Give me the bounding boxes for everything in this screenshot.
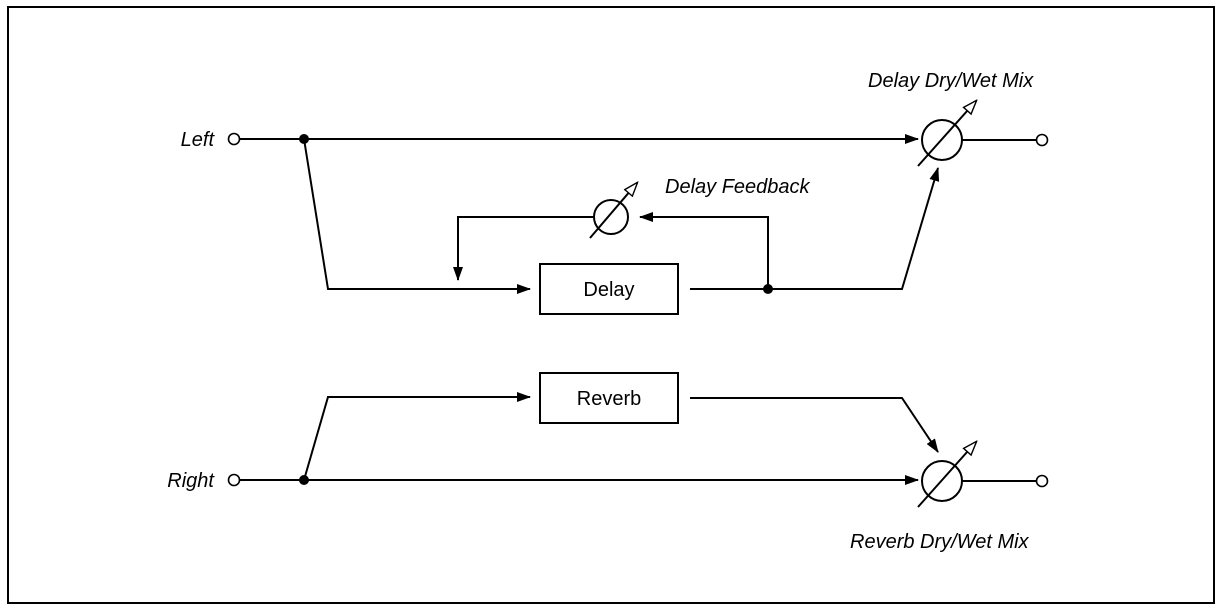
feedback-to-delay-path	[453, 216, 594, 281]
right-output-port	[1035, 474, 1049, 488]
reverb-mix-control	[917, 442, 976, 508]
right-to-reverb-path	[303, 392, 531, 481]
reverb-block	[539, 372, 679, 424]
diagram-border	[7, 6, 1215, 604]
left-input-port	[227, 132, 241, 146]
delay-block	[539, 263, 679, 315]
delay-mix-label: Delay Dry/Wet Mix	[868, 70, 1034, 92]
left-input-label: Left	[181, 129, 216, 151]
delay-feedback-control	[589, 183, 637, 239]
delay-wet-path	[768, 167, 940, 290]
reverb-block-label: Reverb	[577, 388, 641, 410]
delay-mix-control	[917, 101, 976, 167]
right-input-port	[227, 473, 241, 487]
reverb-wet-path	[690, 397, 939, 453]
left-to-delay-path	[303, 138, 531, 294]
left-output-port	[1035, 133, 1049, 147]
delay-feedback-label: Delay Feedback	[665, 176, 811, 198]
reverb-mix-label: Reverb Dry/Wet Mix	[850, 531, 1030, 553]
right-input-label: Right	[167, 470, 215, 492]
delay-block-label: Delay	[583, 279, 634, 301]
feedback-return-path	[639, 212, 769, 289]
